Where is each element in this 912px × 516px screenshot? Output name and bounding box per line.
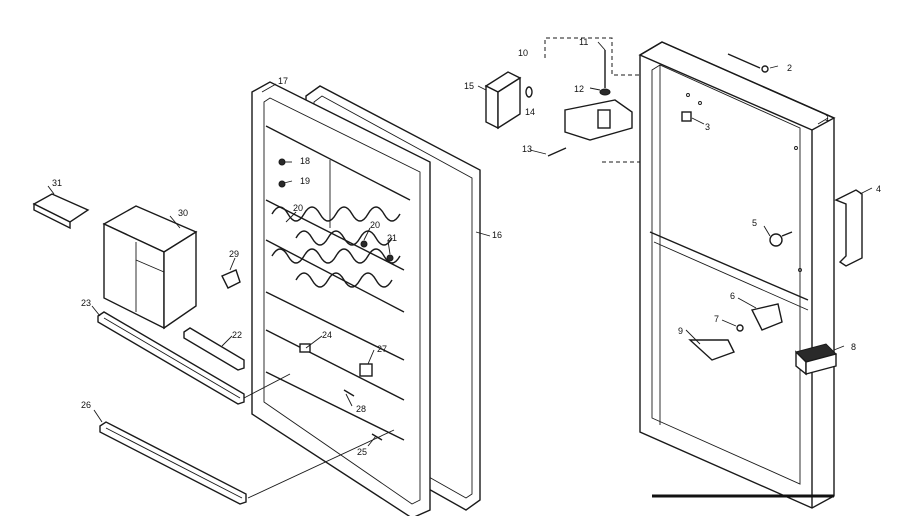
label-part-20a: 20 bbox=[293, 203, 303, 213]
clip-part bbox=[681, 111, 692, 122]
label-part-11: 11 bbox=[579, 37, 588, 47]
label-part-1: 1 bbox=[825, 113, 830, 123]
pad-part bbox=[484, 71, 522, 130]
label-part-28: 28 bbox=[356, 404, 366, 414]
hinge-assembly bbox=[525, 37, 641, 163]
small-tray bbox=[32, 193, 90, 230]
latch-assembly bbox=[736, 303, 783, 332]
label-part-5: 5 bbox=[752, 218, 757, 228]
outer-door-panel bbox=[638, 41, 836, 509]
shelf-rail-lower bbox=[99, 421, 247, 505]
label-part-3: 3 bbox=[705, 122, 710, 132]
label-part-9: 9 bbox=[678, 326, 683, 336]
label-part-27: 27 bbox=[377, 344, 387, 354]
knob-part bbox=[769, 231, 793, 247]
label-part-16: 16 bbox=[492, 230, 502, 240]
label-part-29: 29 bbox=[229, 249, 239, 259]
label-part-14: 14 bbox=[525, 107, 535, 117]
label-part-2: 2 bbox=[787, 63, 792, 73]
leader-lines bbox=[47, 41, 873, 447]
shelf-rail-short bbox=[183, 327, 245, 371]
label-part-17: 17 bbox=[278, 76, 288, 86]
label-part-12: 12 bbox=[574, 84, 584, 94]
label-part-20b: 20 bbox=[370, 220, 380, 230]
label-part-24: 24 bbox=[322, 330, 332, 340]
label-tag bbox=[688, 339, 735, 361]
label-part-19: 19 bbox=[300, 176, 310, 186]
label-part-22: 22 bbox=[232, 330, 242, 340]
label-part-15: 15 bbox=[464, 81, 474, 91]
label-part-30: 30 bbox=[178, 208, 188, 218]
label-part-23: 23 bbox=[81, 298, 91, 308]
label-part-10: 10 bbox=[518, 48, 528, 58]
label-part-8: 8 bbox=[851, 342, 856, 352]
label-part-25: 25 bbox=[357, 447, 367, 457]
dairy-compartment bbox=[102, 205, 198, 330]
label-part-21: 21 bbox=[387, 233, 397, 243]
top-screw bbox=[727, 53, 769, 73]
shelf-rail-upper bbox=[97, 311, 245, 405]
label-part-31: 31 bbox=[52, 178, 62, 188]
label-part-13: 13 bbox=[522, 144, 532, 154]
label-part-26: 26 bbox=[81, 400, 91, 410]
door-handle bbox=[834, 189, 863, 267]
latch-block bbox=[795, 343, 837, 376]
label-part-4: 4 bbox=[876, 184, 881, 194]
label-part-7: 7 bbox=[714, 314, 719, 324]
shelf-clip bbox=[221, 269, 241, 289]
inner-liner bbox=[251, 81, 431, 516]
label-part-18: 18 bbox=[300, 156, 310, 166]
label-part-6: 6 bbox=[730, 291, 735, 301]
